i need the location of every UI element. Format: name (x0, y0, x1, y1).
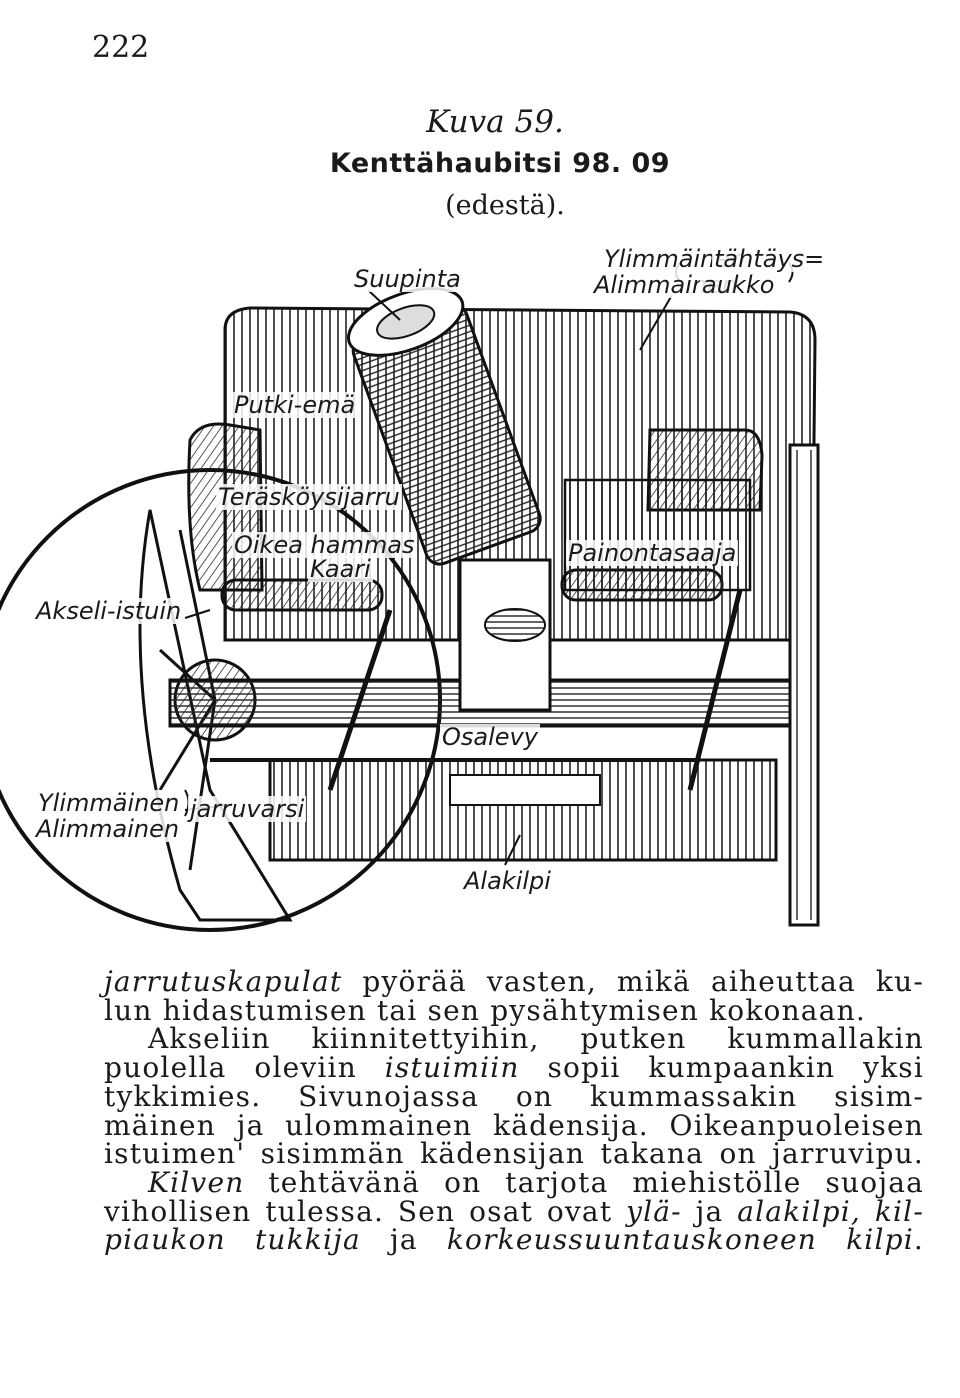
label-suupinta: Suupinta (352, 265, 463, 293)
page-number: 222 (92, 30, 150, 65)
text-line: piaukon tukkija ja korkeussuuntauskoneen… (104, 1223, 924, 1257)
text-line: Kilven tehtävänä on tarjota miehistölle … (104, 1165, 924, 1199)
text-line: mäinen ja ulommainen kädensija. Oikeanpu… (104, 1108, 924, 1142)
text-span: tykkimies. Sivunojassa on kummassakin si… (104, 1079, 924, 1113)
body-text: jarrutuskapulat pyörää vasten, mikä aihe… (104, 965, 924, 1257)
text-span: . (913, 1223, 924, 1257)
emphasis: jarrutuskapulat (104, 965, 343, 998)
text-line: jarrutuskapulat pyörää vasten, mikä aihe… (104, 965, 924, 998)
text-span: Akseliin kiinnitettyihin, putken kummall… (148, 1022, 924, 1056)
label-alakilpi: Alakilpi (462, 867, 553, 895)
text-line: istuimen' sisimmän kädensijan takana on … (104, 1137, 924, 1171)
text-span: istuimen' sisimmän kädensijan takana on … (104, 1137, 924, 1171)
text-span: tehtävänä on tarjota miehistölle suojaa (244, 1165, 924, 1199)
text-line: Akseliin kiinnitettyihin, putken kummall… (104, 1025, 924, 1054)
text-span: vihollisen tulessa. Sen osat ovat (104, 1194, 627, 1228)
text-line: lun hidastumisen tai sen pysähtymisen ko… (104, 993, 924, 1027)
text-span: sopii kumpaankin yksi (519, 1051, 924, 1085)
text-span: ja (681, 1194, 738, 1228)
label-tahtays: tähtäys= (712, 245, 827, 273)
label-jarruvarsi: jarruvarsi (188, 795, 307, 823)
label-aukko: aukko (700, 271, 777, 299)
emphasis: piaukon tukkija (104, 1223, 361, 1257)
emphasis: ylä- (626, 1194, 682, 1228)
label-alimmainen-bottom: Alimmainen (34, 815, 182, 843)
figure-caption-subtitle: (edestä). (445, 190, 565, 221)
emphasis: korkeussuuntauskoneen kilpi (446, 1223, 914, 1257)
label-akseli-istuin: Akseli-istuin (34, 597, 184, 625)
label-ylimmainen-bottom: Ylimmäinen (36, 789, 182, 817)
text-span: ja (360, 1223, 447, 1257)
text-span: lun hidastumisen tai sen pysähtymisen ko… (104, 993, 866, 1027)
label-teraskoysijarru: Teräsköysijarru (216, 483, 402, 511)
emphasis: istuimiin (384, 1051, 520, 1085)
text-span: mäinen ja ulommainen kädensija. Oikeanpu… (104, 1108, 924, 1142)
text-line: vihollisen tulessa. Sen osat ovat ylä- j… (104, 1194, 924, 1228)
label-kaari: Kaari (308, 555, 373, 583)
emphasis: Kilven (148, 1165, 245, 1199)
figure-caption-number: Kuva 59. (426, 104, 564, 140)
figure-caption-title: Kenttähaubitsi 98. 09 (329, 148, 671, 179)
label-putki-ema: Putki-emä (232, 391, 358, 419)
emphasis: alakilpi, kil- (737, 1194, 924, 1228)
text-span: pyörää vasten, mikä aiheuttaa ku- (342, 965, 924, 998)
label-osalevy: Osalevy (440, 723, 540, 751)
howitzer-illustration: Suupinta Ylimmäinen Alimmainen tähtäys= … (0, 230, 960, 950)
text-span: puolella oleviin (104, 1051, 385, 1085)
text-line: puolella oleviin istuimiin sopii kumpaan… (104, 1051, 924, 1085)
label-painontasaaja: Painontasaaja (566, 539, 739, 567)
text-line: tykkimies. Sivunojassa on kummassakin si… (104, 1079, 924, 1113)
label-oikea-hammas: Oikea hammas (232, 531, 417, 559)
